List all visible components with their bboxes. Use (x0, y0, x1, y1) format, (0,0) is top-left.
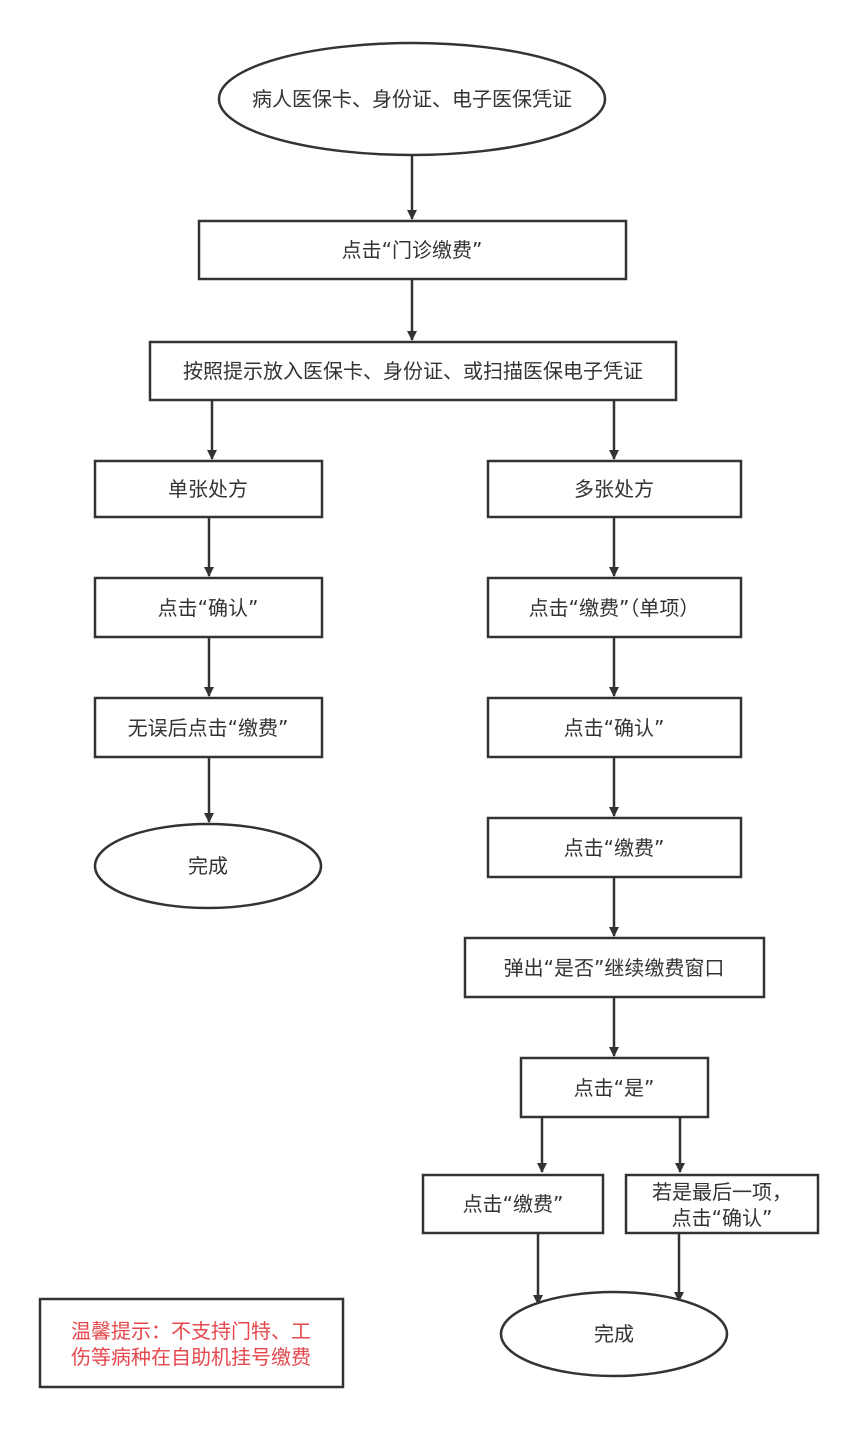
single-pay-label: 无误后点击“缴费” (128, 716, 289, 740)
insert-card-label: 按照提示放入医保卡、身份证、或扫描医保电子凭证 (183, 359, 643, 383)
edges (204, 155, 685, 1305)
note-frame (38, 1297, 345, 1389)
single-pay-box (93, 696, 324, 759)
popup-box (463, 936, 766, 999)
single-confirm-box (93, 576, 324, 639)
multi-pay-box (486, 816, 743, 879)
start-label: 病人医保卡、身份证、电子医保凭证 (252, 87, 572, 111)
node-popup: 弹出“是否”继续缴费窗口 (463, 936, 766, 999)
single-done-label: 完成 (188, 854, 228, 878)
multi-rx-box (486, 459, 743, 519)
yes-pay-label: 点击“缴费” (463, 1192, 564, 1216)
multi-rx-label: 多张处方 (574, 477, 654, 501)
multi-done-ellipse (499, 1290, 729, 1378)
click-yes-label: 点击“是” (574, 1076, 655, 1100)
node-multi-rx: 多张处方 (486, 459, 743, 519)
multi-confirm-box (486, 696, 743, 759)
single-rx-label: 单张处方 (168, 477, 248, 501)
note-line1: 温馨提示：不支持门特、工 (71, 1319, 311, 1343)
multi-pay-item-box (486, 576, 743, 639)
insert-card-box (148, 340, 678, 402)
note-box: 温馨提示：不支持门特、工 伤等病种在自助机挂号缴费 (38, 1297, 345, 1389)
multi-done-label: 完成 (594, 1322, 634, 1346)
node-start: 病人医保卡、身份证、电子医保凭证 (217, 41, 607, 157)
single-rx-box (93, 459, 324, 519)
click-yes-box (519, 1056, 710, 1119)
yes-pay-box (421, 1173, 605, 1235)
node-single-pay: 无误后点击“缴费” (93, 696, 324, 759)
last-item-label-line1: 若是最后一项， (652, 1180, 792, 1204)
node-single-rx: 单张处方 (93, 459, 324, 519)
node-multi-pay-item: 点击“缴费”（单项） (486, 576, 743, 639)
clinic-pay-box (197, 219, 628, 281)
node-yes-pay: 点击“缴费” (421, 1173, 605, 1235)
last-item-label-line2: 点击“确认” (672, 1206, 773, 1230)
start-ellipse (217, 41, 607, 157)
node-click-yes: 点击“是” (519, 1056, 710, 1119)
node-single-confirm: 点击“确认” (93, 576, 324, 639)
single-done-ellipse (93, 822, 323, 910)
popup-label: 弹出“是否”继续缴费窗口 (504, 956, 725, 980)
node-insert-card: 按照提示放入医保卡、身份证、或扫描医保电子凭证 (148, 340, 678, 402)
note-line2: 伤等病种在自助机挂号缴费 (71, 1345, 311, 1369)
clinic-pay-label: 点击“门诊缴费” (342, 238, 483, 262)
node-multi-done: 完成 (499, 1290, 729, 1378)
multi-pay-item-label: 点击“缴费”（单项） (529, 596, 700, 620)
node-clinic-pay: 点击“门诊缴费” (197, 219, 628, 281)
multi-confirm-label: 点击“确认” (564, 716, 665, 740)
node-multi-confirm: 点击“确认” (486, 696, 743, 759)
multi-pay-label: 点击“缴费” (564, 836, 665, 860)
single-confirm-label: 点击“确认” (158, 596, 259, 620)
node-multi-pay: 点击“缴费” (486, 816, 743, 879)
last-item-box (624, 1173, 820, 1235)
node-last-item: 若是最后一项， 点击“确认” (624, 1173, 820, 1235)
node-single-done: 完成 (93, 822, 323, 910)
